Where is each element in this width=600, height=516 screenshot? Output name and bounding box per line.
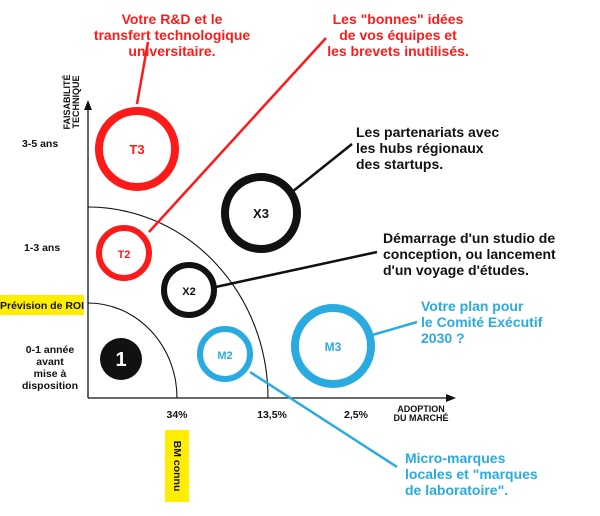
circle-m2: M2: [197, 326, 253, 382]
note-ideas-line: les brevets inutilisés.: [327, 43, 469, 59]
note-micro-line: Micro-marques: [405, 450, 506, 466]
bm-tag-label: BM connu: [171, 441, 183, 492]
connectors: [135, 37, 418, 469]
roi-tag-bg: [0, 295, 84, 315]
circle-m3: M3: [291, 304, 375, 388]
circle-t2: T2: [96, 225, 152, 281]
y-tick-3-5: 3-5 ans: [22, 138, 58, 150]
circle-m2-ring: [197, 326, 253, 382]
y-tick-0-1-line: avant: [36, 356, 64, 368]
outer-arc: [87, 206, 269, 399]
note-plan: Votre plan pour le Comité Exécutif 2030 …: [421, 298, 543, 346]
inner-arc: [87, 302, 178, 399]
note-rd: Votre R&D et le transfert technologique …: [94, 11, 251, 59]
note-micro-line: de laboratoire".: [405, 482, 508, 498]
circle-t3-ring: [95, 107, 179, 191]
note-partners: Les partenariats avec les hubs régionaux…: [356, 124, 499, 172]
y-tick-0-1: 0-1 année avant mise à disposition: [22, 344, 78, 392]
note-plan-line: 2030 ?: [421, 330, 465, 346]
x-tick-13-5: 13,5%: [257, 409, 287, 421]
note-partners-line: les hubs régionaux: [356, 140, 484, 156]
circle-m2-label: M2: [217, 350, 232, 362]
circle-x3: X3: [221, 173, 301, 253]
circle-x3-ring: [221, 173, 301, 253]
note-ideas-line: Les "bonnes" idées: [333, 11, 464, 27]
y-axis-title-line2: TECHNIQUE: [71, 75, 81, 128]
circle-m3-label: M3: [325, 340, 342, 354]
roi-tag: Prévision de ROI: [0, 295, 84, 315]
connector-ideas: [148, 37, 327, 233]
note-partners-line: Les partenariats avec: [356, 124, 499, 140]
y-axis-arrow: [84, 100, 92, 110]
x-axis-title-line2: DU MARCHÉ: [394, 413, 449, 423]
x-axis-title-line1: ADOPTION: [397, 404, 445, 414]
y-tick-0-1-line: disposition: [22, 380, 78, 392]
note-micro-line: locales et "marques: [405, 466, 538, 482]
x-tick-2-5: 2,5%: [344, 409, 369, 421]
circle-x3-label: X3: [253, 206, 269, 221]
note-studio-line: d'un voyage d'études.: [383, 262, 529, 278]
roi-tag-label: Prévision de ROI: [0, 300, 84, 312]
note-ideas-line: de vos équipes et: [339, 27, 457, 43]
bm-tag: BM connu: [165, 430, 189, 502]
note-partners-line: des startups.: [356, 156, 443, 172]
y-axis-title-line1: FAISABILITÉ: [62, 74, 72, 129]
y-tick-1-3: 1-3 ans: [24, 242, 60, 254]
circle-one: 1: [100, 338, 142, 380]
connector-rd: [135, 41, 150, 105]
y-tick-0-1-line: 0-1 année: [26, 344, 75, 356]
connector-partners: [291, 143, 353, 193]
note-micro: Micro-marques locales et "marques de lab…: [405, 450, 538, 498]
circle-m3-ring: [291, 304, 375, 388]
x-tick-34: 34%: [166, 409, 188, 421]
circle-x2: X2: [161, 262, 217, 318]
note-plan-line: Votre plan pour: [421, 298, 524, 314]
circle-x2-label: X2: [182, 286, 195, 298]
circle-t3: T3: [95, 107, 179, 191]
circle-t2-label: T2: [118, 249, 131, 261]
note-studio-line: conception, ou lancement: [383, 246, 556, 262]
zone-arcs: [87, 206, 269, 399]
note-rd-line: Votre R&D et le: [122, 11, 223, 27]
note-ideas: Les "bonnes" idées de vos équipes et les…: [327, 11, 469, 59]
note-rd-line: universitaire.: [128, 43, 215, 59]
circle-one-label: 1: [115, 349, 126, 371]
y-tick-0-1-line: mise à: [34, 368, 67, 380]
circle-t3-label: T3: [129, 142, 144, 157]
circle-t2-ring: [96, 225, 152, 281]
bm-tag-bg: [165, 430, 189, 502]
circle-one-disc: [100, 338, 142, 380]
note-studio-line: Démarrage d'un studio de: [383, 230, 555, 246]
connector-micro: [249, 370, 398, 469]
note-studio: Démarrage d'un studio de conception, ou …: [383, 230, 556, 278]
connector-plan: [368, 320, 418, 338]
note-plan-line: le Comité Exécutif: [421, 314, 543, 330]
connector-studio: [210, 250, 378, 290]
circle-x2-ring: [161, 262, 217, 318]
note-rd-line: transfert technologique: [94, 27, 251, 43]
x-axis-arrow: [446, 394, 456, 402]
